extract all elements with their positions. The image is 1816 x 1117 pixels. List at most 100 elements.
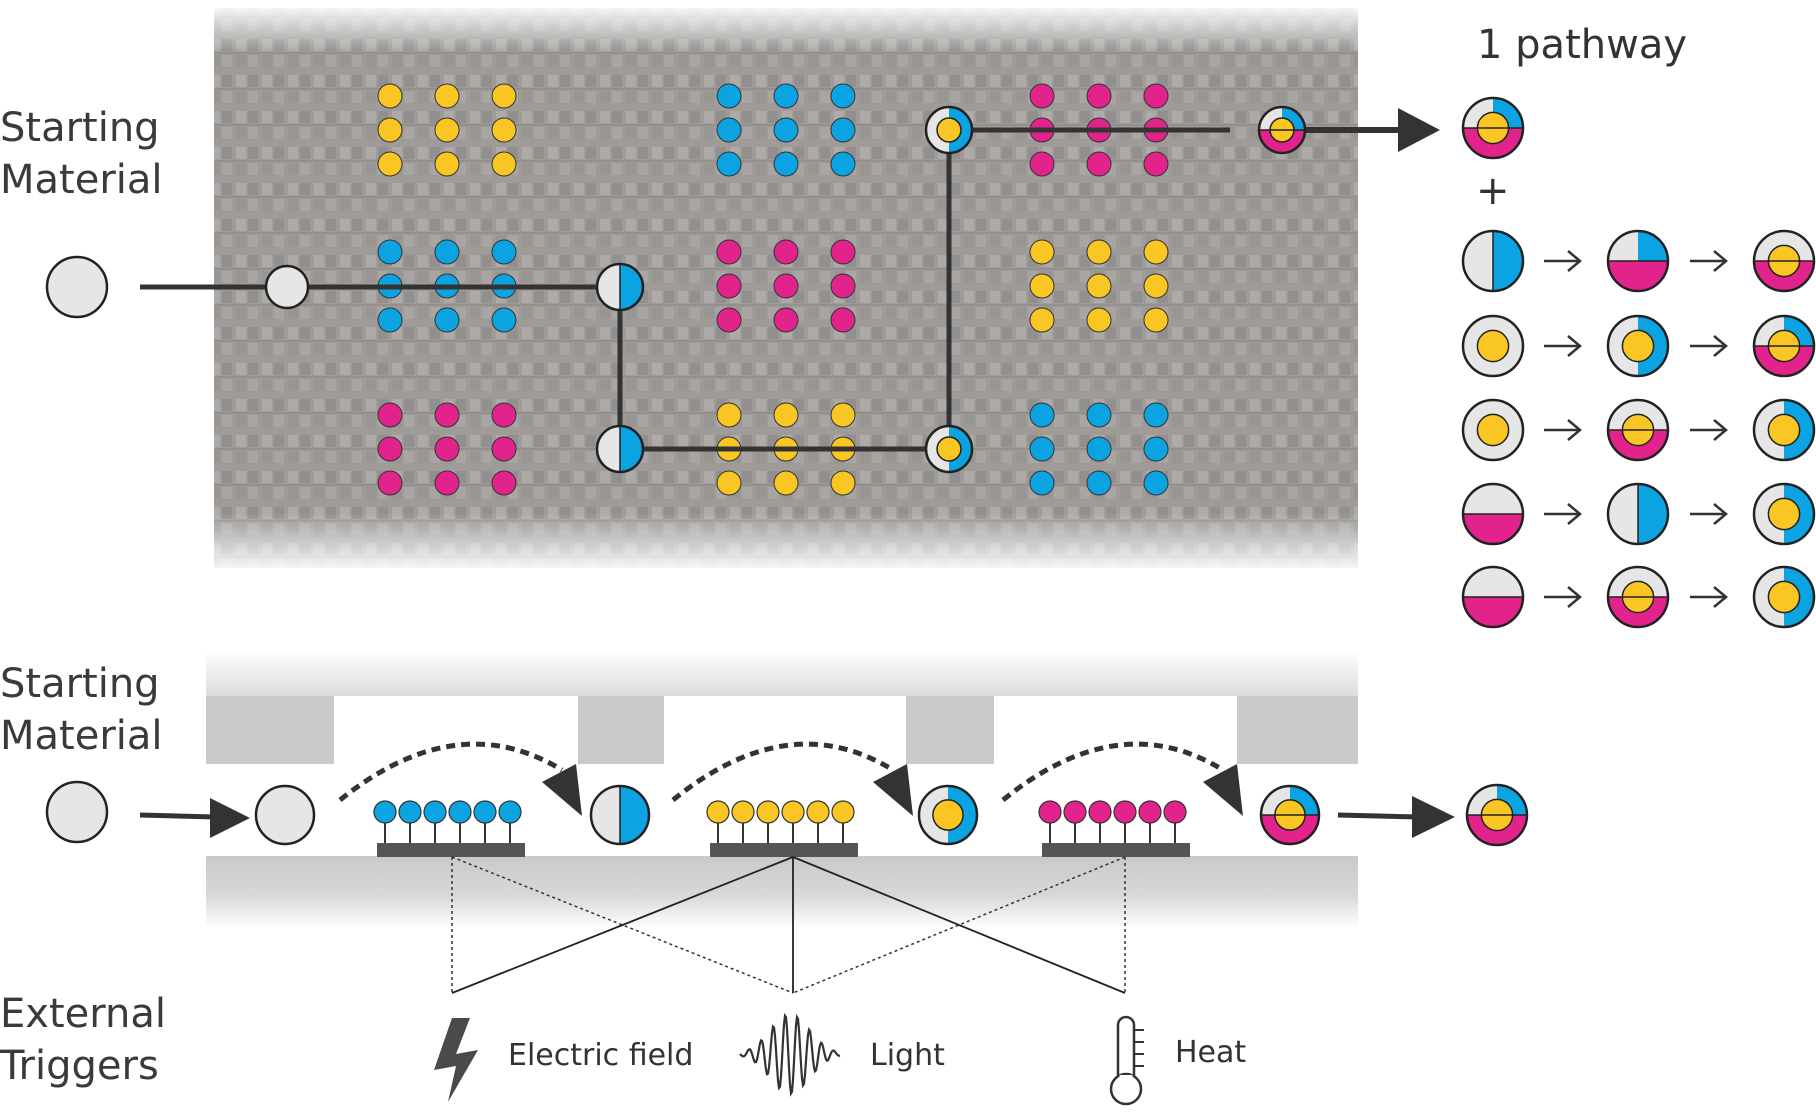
spot-grid-magenta bbox=[716, 239, 856, 333]
spot bbox=[1086, 239, 1112, 265]
spot bbox=[491, 402, 517, 428]
dashed-arc bbox=[338, 741, 564, 802]
spot bbox=[1029, 307, 1055, 333]
spot bbox=[1029, 273, 1055, 299]
spot-grid-yellow bbox=[1029, 239, 1169, 333]
circle-base bbox=[256, 786, 314, 844]
probe-head bbox=[1063, 800, 1087, 824]
electrode bbox=[710, 843, 858, 857]
probe-head bbox=[706, 800, 730, 824]
starting-material-circle bbox=[45, 255, 109, 319]
small-arrow-icon bbox=[1544, 335, 1582, 357]
circle-outline bbox=[254, 784, 316, 846]
circle-outline bbox=[1752, 482, 1816, 546]
probe-head bbox=[756, 800, 780, 824]
spot bbox=[434, 239, 460, 265]
half-bottom bbox=[1608, 261, 1668, 291]
spot bbox=[377, 83, 403, 109]
pathway-title: 1 pathway bbox=[1477, 22, 1687, 68]
small-arrow-icon bbox=[1690, 419, 1728, 441]
spot bbox=[1086, 83, 1112, 109]
spot-grid-blue bbox=[1029, 402, 1169, 496]
small-arrow-icon bbox=[1544, 250, 1582, 272]
center-dot bbox=[1476, 329, 1510, 363]
small-arrow-icon bbox=[1544, 503, 1582, 525]
thermometer-icon bbox=[1109, 1015, 1144, 1106]
pathway-step-circle bbox=[1606, 482, 1670, 546]
circle-outline bbox=[45, 780, 109, 844]
spot bbox=[434, 470, 460, 496]
pathway-step-circle bbox=[1606, 398, 1670, 462]
electrode bbox=[1042, 843, 1190, 857]
spot bbox=[830, 117, 856, 143]
pathway-step-circle bbox=[1606, 314, 1670, 378]
circle-outline bbox=[595, 424, 645, 474]
probe-head bbox=[806, 800, 830, 824]
spot bbox=[491, 117, 517, 143]
half-bottom bbox=[1463, 597, 1523, 627]
spot bbox=[377, 239, 403, 265]
circle-outline bbox=[1606, 398, 1670, 462]
spot bbox=[716, 273, 742, 299]
pathway-output-arrow-head bbox=[1398, 108, 1440, 152]
pathway-step-circle bbox=[1461, 565, 1525, 629]
spot bbox=[773, 151, 799, 177]
diagram-marks bbox=[45, 83, 1816, 1106]
probe-head bbox=[1163, 800, 1187, 824]
starting-material-circle bbox=[45, 780, 109, 844]
spot bbox=[716, 402, 742, 428]
microfluidic-channel bbox=[206, 650, 1358, 928]
circle-outline bbox=[264, 264, 310, 310]
arrow-head bbox=[1567, 335, 1582, 357]
spot bbox=[1143, 470, 1169, 496]
half-right bbox=[1638, 484, 1668, 544]
small-arrow-icon bbox=[1544, 586, 1582, 608]
circle-outline bbox=[924, 105, 974, 155]
pathway-step-circle bbox=[1752, 229, 1816, 293]
spot bbox=[434, 151, 460, 177]
half-right bbox=[1493, 231, 1523, 291]
probe-array-yellow bbox=[706, 800, 858, 857]
spot bbox=[377, 307, 403, 333]
quarter-top-right bbox=[1638, 231, 1668, 261]
spot-grid-blue bbox=[716, 83, 856, 177]
external-triggers-label: External Triggers bbox=[0, 988, 166, 1092]
feed-arrow-head bbox=[210, 798, 250, 838]
probe-head bbox=[1113, 800, 1137, 824]
circle-outline bbox=[917, 784, 979, 846]
starting-material-line1: Starting bbox=[0, 105, 160, 151]
dashed-arc-head bbox=[1203, 764, 1243, 816]
half-right bbox=[620, 264, 643, 310]
dashed-arc bbox=[1001, 741, 1225, 802]
electric-field-label: Electric field bbox=[508, 1038, 694, 1073]
spot bbox=[830, 83, 856, 109]
spot bbox=[1029, 239, 1055, 265]
arrow-head bbox=[1567, 250, 1582, 272]
small-arrow-icon bbox=[1690, 586, 1728, 608]
circle-outline bbox=[924, 424, 974, 474]
output-arrow-shaft bbox=[1337, 812, 1421, 820]
probe-array-magenta bbox=[1038, 800, 1190, 857]
pathway-step-circle bbox=[1461, 482, 1525, 546]
spot-grid-blue bbox=[377, 239, 517, 333]
node-blue-half bbox=[595, 424, 645, 474]
spot bbox=[434, 402, 460, 428]
probe-head bbox=[448, 800, 472, 824]
arrow-head bbox=[1567, 419, 1582, 441]
solid-line bbox=[792, 856, 1126, 994]
spot bbox=[1143, 151, 1169, 177]
spot bbox=[377, 470, 403, 496]
spot bbox=[491, 470, 517, 496]
spot bbox=[1029, 83, 1055, 109]
center-dot bbox=[1767, 580, 1801, 614]
channel-product-circle bbox=[1465, 783, 1529, 847]
circle-outline bbox=[1752, 314, 1816, 378]
spot bbox=[377, 436, 403, 462]
small-arrow-icon bbox=[1690, 503, 1728, 525]
output-arrow-head bbox=[1412, 796, 1455, 838]
center-dot bbox=[1621, 329, 1655, 363]
circle-outline bbox=[1461, 96, 1525, 160]
probe-head bbox=[1038, 800, 1062, 824]
spot bbox=[1086, 151, 1112, 177]
